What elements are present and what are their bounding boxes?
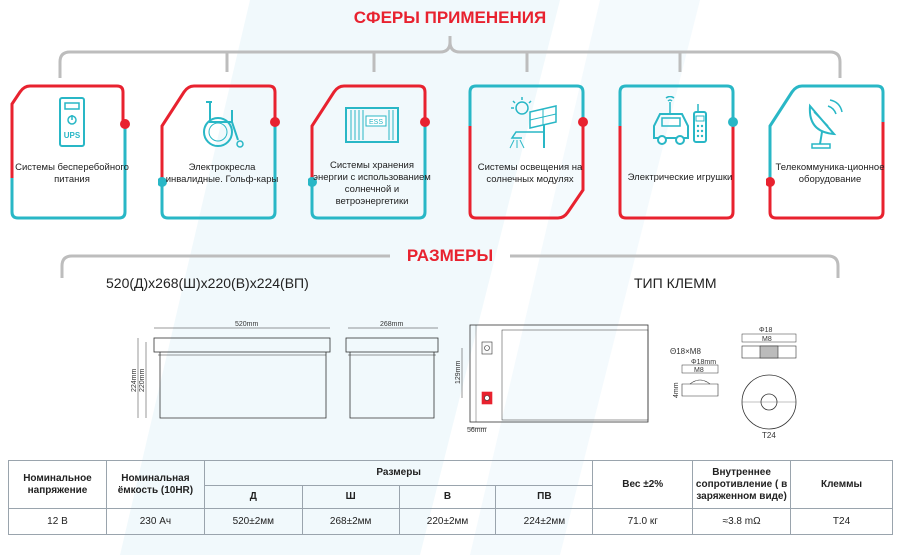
header-height: В [398,485,497,509]
application-label: Системы освещения на солнечных модулях [477,162,583,185]
card-frame [158,84,280,220]
cell-total-height: 224±2мм [495,508,594,535]
application-label: Телекоммуника-ционное оборудование [775,162,885,185]
header-width: Ш [301,485,400,509]
application-label: Системы хранения энергии с использование… [313,160,431,207]
svg-text:224mm: 224mm [131,368,138,392]
card-frame [766,84,885,220]
application-card-solar-lighting: Системы освещения на солнечных модулях [466,82,594,222]
svg-text:Θ18×M8: Θ18×M8 [670,347,701,356]
header-weight: Вес ±2% [592,460,694,509]
svg-text:129mm: 129mm [455,360,462,384]
header-total-height: ПВ [495,485,594,509]
satellite-dish-icon [808,99,843,149]
header-capacity: Номинальная ёмкость (10HR) [105,460,205,509]
dimensions-bracket [60,254,840,278]
dimensions-size-text: 520(Д)x268(Ш)x220(В)x224(ВП) [106,275,309,291]
application-label: Системы бесперебойного питания [15,162,129,185]
terminal-type-title: ТИП КЛЕММ [634,275,717,291]
application-label: Электрокресла инвалидные. Гольф-кары [165,162,279,185]
svg-text:4mm: 4mm [673,382,680,398]
header-length: Д [203,485,303,509]
wheelchair-icon [203,101,244,148]
card-frame [308,84,430,220]
header-sizes: Размеры [203,460,594,486]
specifications-table: Номинальное напряжение Номинальная ёмкос… [8,460,893,535]
cell-height: 220±2мм [398,508,497,535]
svg-text:M8: M8 [762,336,772,343]
svg-text:T24: T24 [762,431,776,440]
toy-car-icon [653,96,707,145]
table-row: 12 В 230 Ач 520±2мм 268±2мм 220±2мм 224±… [8,508,893,535]
applications-cards: UPS Системы бесперебойного питания Элект… [0,0,900,240]
svg-text:M8: M8 [694,367,704,374]
application-label: Электрические игрушки [627,172,733,183]
svg-text:520mm: 520mm [235,321,259,328]
solar-lamp-icon [509,97,557,149]
cell-weight: 71.0 кг [592,508,694,535]
applications-heading: СФЕРЫ ПРИМЕНЕНИЯ [353,8,547,27]
terminal-top-drawing: Φ18 M8 T24 [741,327,797,440]
terminal-bolt-drawing: Θ18×M8 Φ18mm M8 4mm [670,347,719,398]
side-view-drawing: 268mm [345,321,439,419]
technical-drawings: 520mm 224mm 220mm 268mm 129mm [131,321,797,440]
application-card-toys: Электрические игрушки [616,82,744,222]
svg-text:220mm: 220mm [139,368,146,392]
top-view-drawing: 129mm 56mm [455,324,649,434]
header-resistance: Внутреннее сопротивление ( в заряженном … [692,460,792,509]
svg-text:56mm: 56mm [467,427,487,434]
svg-text:Φ18mm: Φ18mm [691,359,716,366]
header-voltage: Номинальное напряжение [8,460,107,509]
svg-text:Φ18: Φ18 [759,327,772,334]
applications-bracket [58,36,842,78]
card-frame [618,84,738,220]
cell-width: 268±2мм [301,508,400,535]
cell-terminals: T24 [790,508,893,535]
dimensions-heading: РАЗМЕРЫ [406,246,494,265]
cell-capacity: 230 Ач [105,508,205,535]
svg-text:ESS: ESS [369,119,383,126]
cell-voltage: 12 В [8,508,107,535]
svg-text:UPS: UPS [64,131,81,140]
front-view-drawing: 520mm 224mm 220mm [131,321,331,419]
card-frame [468,84,588,220]
ups-icon: UPS [59,97,85,147]
svg-text:268mm: 268mm [380,321,404,328]
application-card-wheelchair: Электрокресла инвалидные. Гольф-кары [158,82,286,222]
card-frame [10,84,130,220]
cell-length: 520±2мм [203,508,303,535]
application-card-ess: ESS Системы хранения энергии с использов… [308,82,436,222]
application-card-ups: UPS Системы бесперебойного питания [8,82,136,222]
header-terminals: Клеммы [790,460,893,509]
cell-resistance: ≈3.8 mΩ [692,508,792,535]
container-ess-icon: ESS [345,107,399,143]
application-card-telecom: Телекоммуника-ционное оборудование [766,82,894,222]
